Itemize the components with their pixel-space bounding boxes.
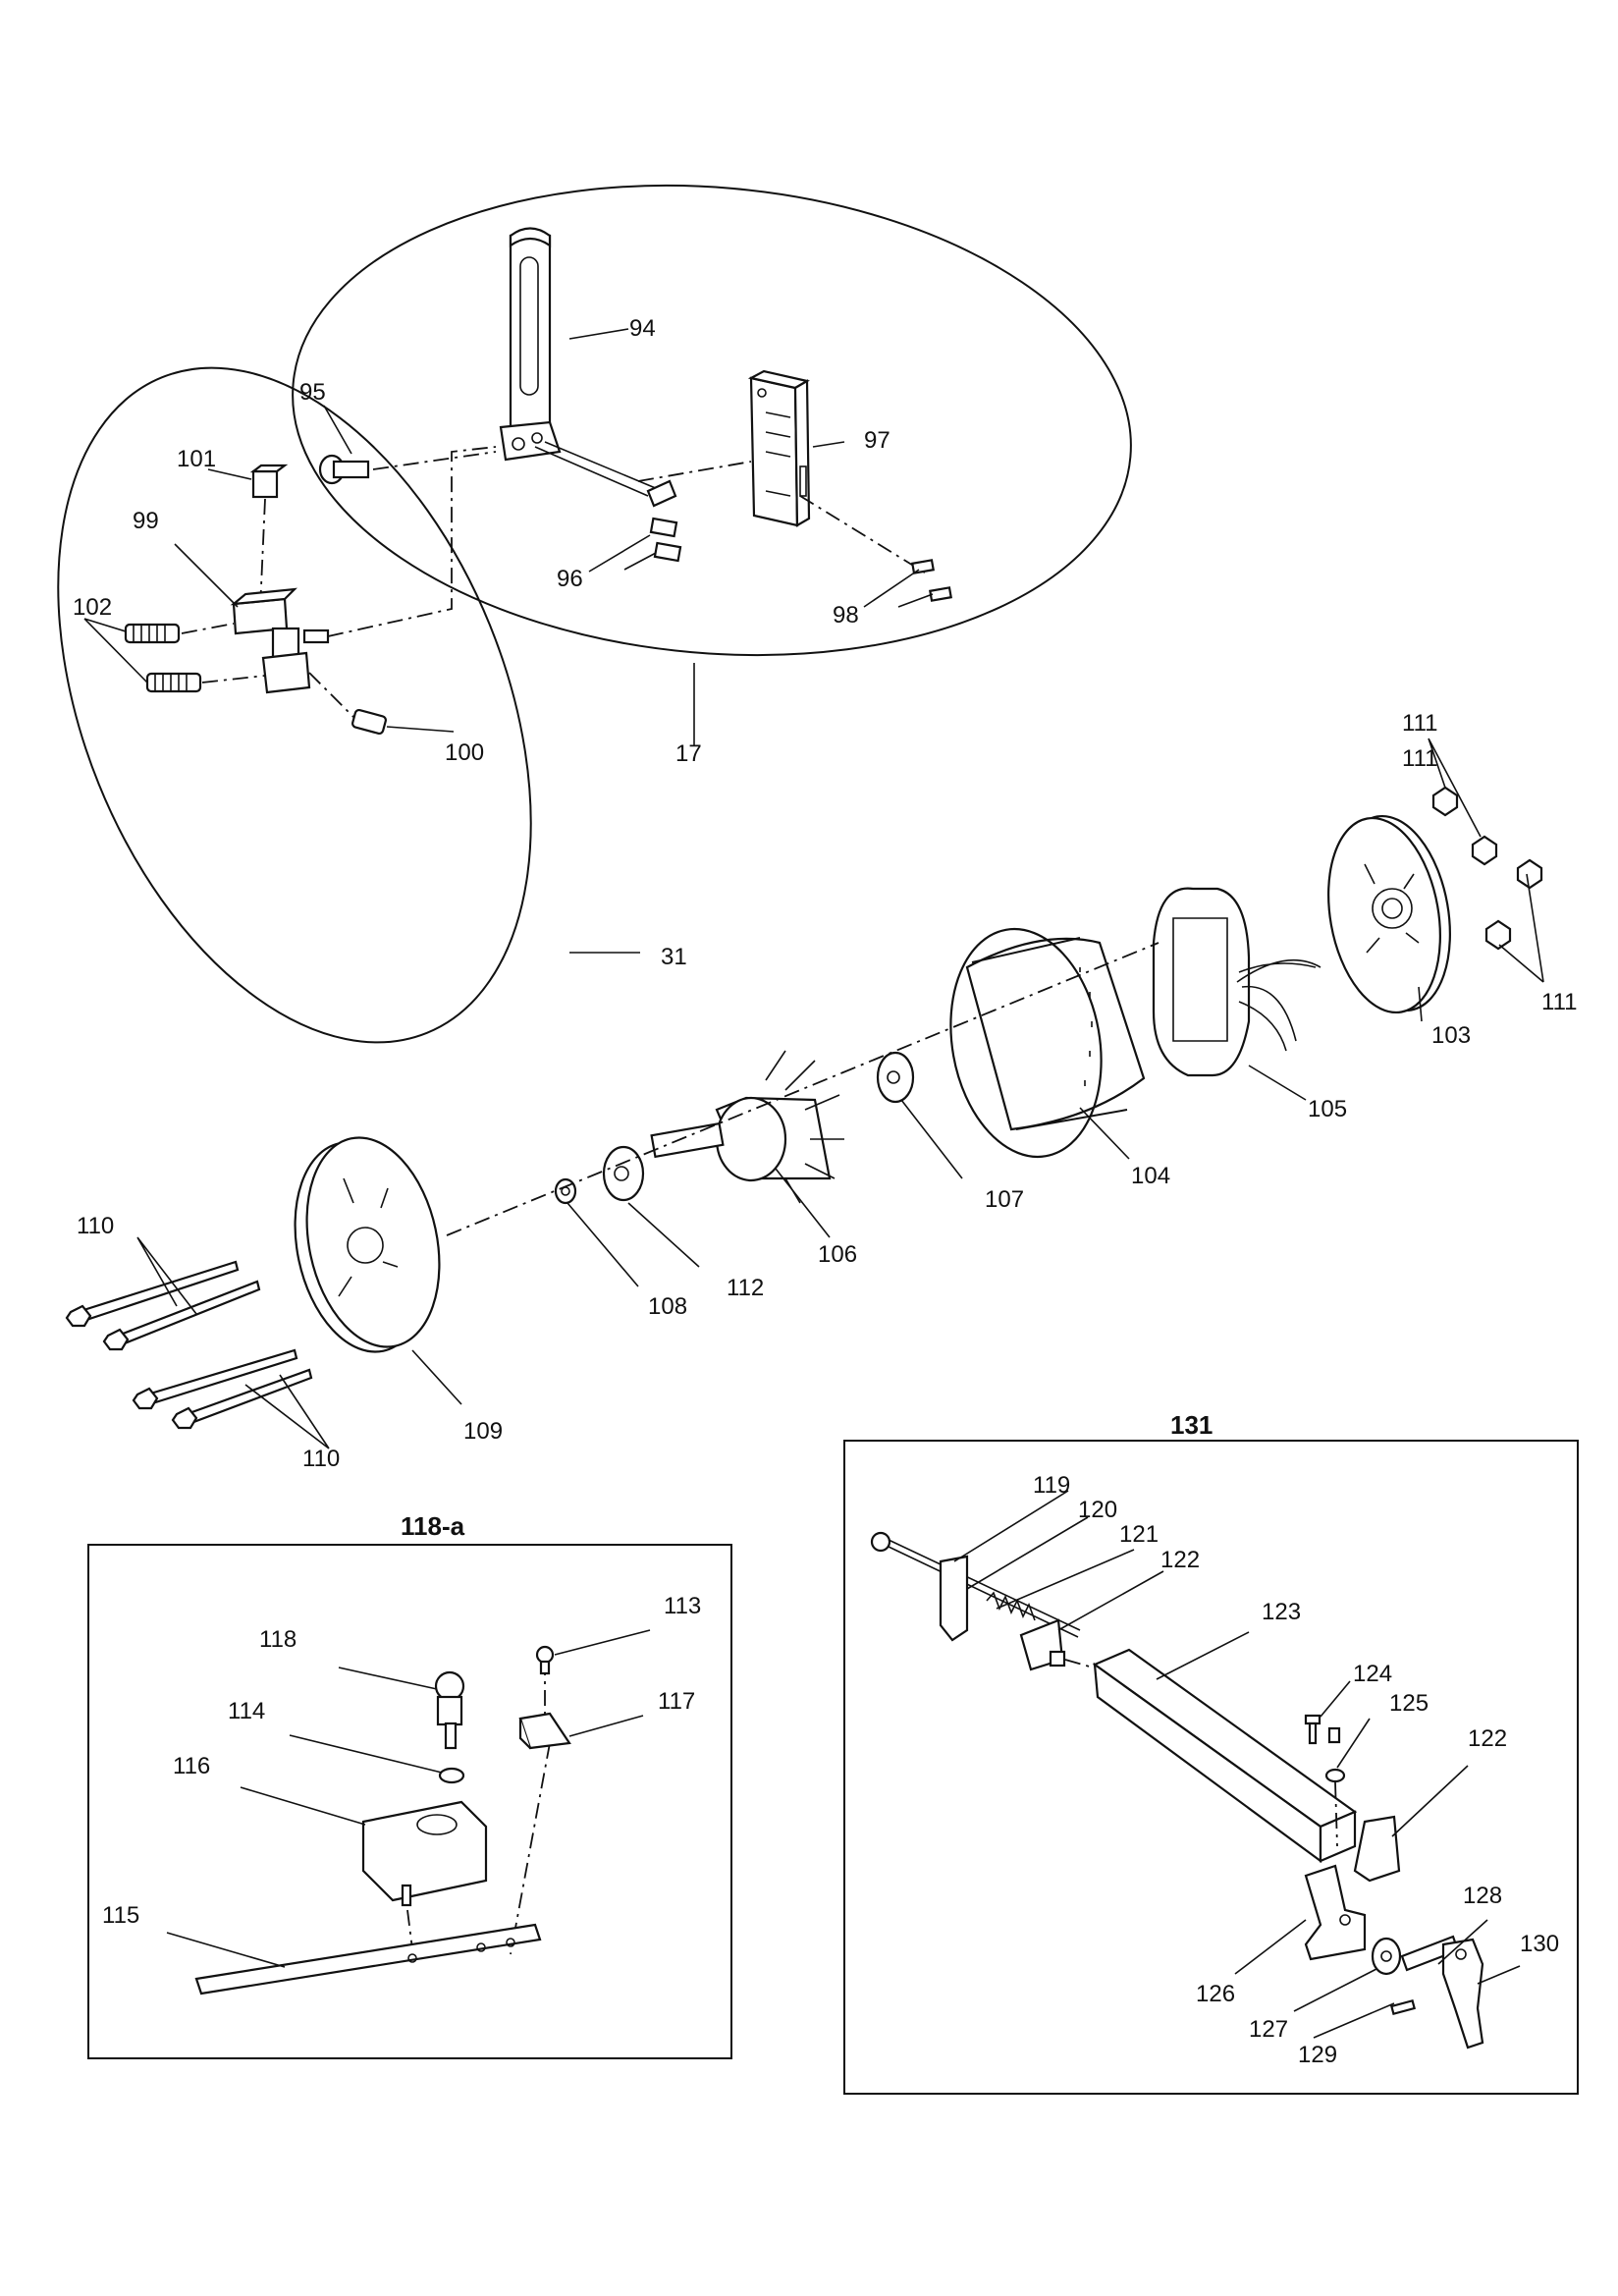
nuts-111 xyxy=(1431,786,1543,951)
label-122-upper: 122 xyxy=(1160,1547,1200,1573)
label-107: 107 xyxy=(985,1186,1024,1213)
group-17-ellipse xyxy=(292,184,1132,657)
label-123: 123 xyxy=(1262,1599,1301,1625)
washer-125 xyxy=(1324,1726,1346,1783)
knob-118 xyxy=(434,1670,465,1750)
label-100: 100 xyxy=(445,739,484,766)
label-111-right: 111 xyxy=(1541,989,1577,1015)
pin-129 xyxy=(1389,1998,1417,2016)
label-112: 112 xyxy=(727,1275,764,1301)
label-17: 17 xyxy=(675,740,702,767)
bracket-99 xyxy=(230,587,330,694)
box-118a-title: 118-a xyxy=(401,1511,465,1541)
label-31: 31 xyxy=(661,944,687,970)
lever-130 xyxy=(1441,1938,1484,2050)
label-96: 96 xyxy=(557,566,583,592)
rotor-106 xyxy=(650,1050,844,1204)
box-131-frame xyxy=(843,1440,1579,2095)
bracket-122-lower xyxy=(1353,1815,1401,1883)
label-129: 129 xyxy=(1298,2042,1337,2068)
bracket-126 xyxy=(1304,1864,1367,1961)
bar-115 xyxy=(194,1923,542,1995)
label-95: 95 xyxy=(299,379,326,406)
plate-120 xyxy=(939,1555,969,1642)
label-121: 121 xyxy=(1119,1521,1159,1548)
bearing-107 xyxy=(876,1051,915,1104)
bearing-112 xyxy=(602,1145,645,1202)
bolt-95 xyxy=(318,454,370,485)
label-109: 109 xyxy=(463,1418,503,1445)
label-117: 117 xyxy=(658,1688,695,1715)
end-bell-109 xyxy=(294,1136,441,1353)
label-122-lower: 122 xyxy=(1468,1725,1507,1752)
label-120: 120 xyxy=(1078,1497,1117,1523)
label-111-top: 111 xyxy=(1402,710,1437,737)
label-97: 97 xyxy=(864,427,890,454)
channel-123 xyxy=(1092,1648,1358,1864)
washer-114 xyxy=(438,1767,465,1784)
label-94: 94 xyxy=(629,315,656,342)
group-31-ellipse xyxy=(57,366,532,1044)
label-119: 119 xyxy=(1033,1472,1070,1499)
screw-124 xyxy=(1304,1714,1321,1745)
label-125: 125 xyxy=(1389,1690,1429,1717)
box-131-title: 131 xyxy=(1170,1410,1213,1440)
box-118a-frame xyxy=(87,1544,732,2059)
rod-119 xyxy=(870,1531,1081,1638)
label-102: 102 xyxy=(73,594,112,621)
label-113: 113 xyxy=(664,1593,701,1619)
spring-121 xyxy=(986,1591,1036,1621)
label-126: 126 xyxy=(1196,1981,1235,2007)
key-100 xyxy=(351,708,387,736)
label-128: 128 xyxy=(1463,1883,1502,1909)
screw-113 xyxy=(535,1645,555,1675)
end-bell-103 xyxy=(1327,814,1451,1014)
label-127: 127 xyxy=(1249,2016,1288,2043)
label-110-bottom: 110 xyxy=(302,1446,340,1472)
scale-plate-97 xyxy=(747,369,811,527)
label-108: 108 xyxy=(648,1293,687,1320)
through-bolts-110 xyxy=(65,1260,313,1430)
screws-98 xyxy=(911,559,952,602)
label-110-top: 110 xyxy=(77,1213,114,1239)
label-103: 103 xyxy=(1431,1022,1471,1049)
label-115: 115 xyxy=(102,1902,139,1929)
stator-105 xyxy=(1152,887,1321,1077)
clamp-block-116 xyxy=(361,1800,488,1907)
label-130: 130 xyxy=(1520,1931,1559,1957)
label-118: 118 xyxy=(259,1626,297,1653)
slotted-arm-94 xyxy=(499,227,677,508)
washer-127 xyxy=(1371,1937,1402,1976)
leader-lines xyxy=(83,328,1544,2039)
label-105: 105 xyxy=(1308,1096,1347,1122)
label-124: 124 xyxy=(1353,1661,1392,1687)
label-111-mid: 111 xyxy=(1402,745,1437,772)
label-101: 101 xyxy=(177,446,216,472)
bracket-117 xyxy=(518,1712,571,1750)
set-screws-96 xyxy=(649,517,682,563)
label-106: 106 xyxy=(818,1241,857,1268)
block-101 xyxy=(249,464,289,499)
springs-102 xyxy=(124,623,202,693)
label-114: 114 xyxy=(228,1698,265,1724)
bracket-122-upper xyxy=(1019,1618,1066,1671)
label-116: 116 xyxy=(173,1753,210,1779)
label-98: 98 xyxy=(833,602,859,629)
housing-104 xyxy=(949,927,1146,1159)
label-99: 99 xyxy=(133,508,159,534)
label-104: 104 xyxy=(1131,1163,1170,1189)
